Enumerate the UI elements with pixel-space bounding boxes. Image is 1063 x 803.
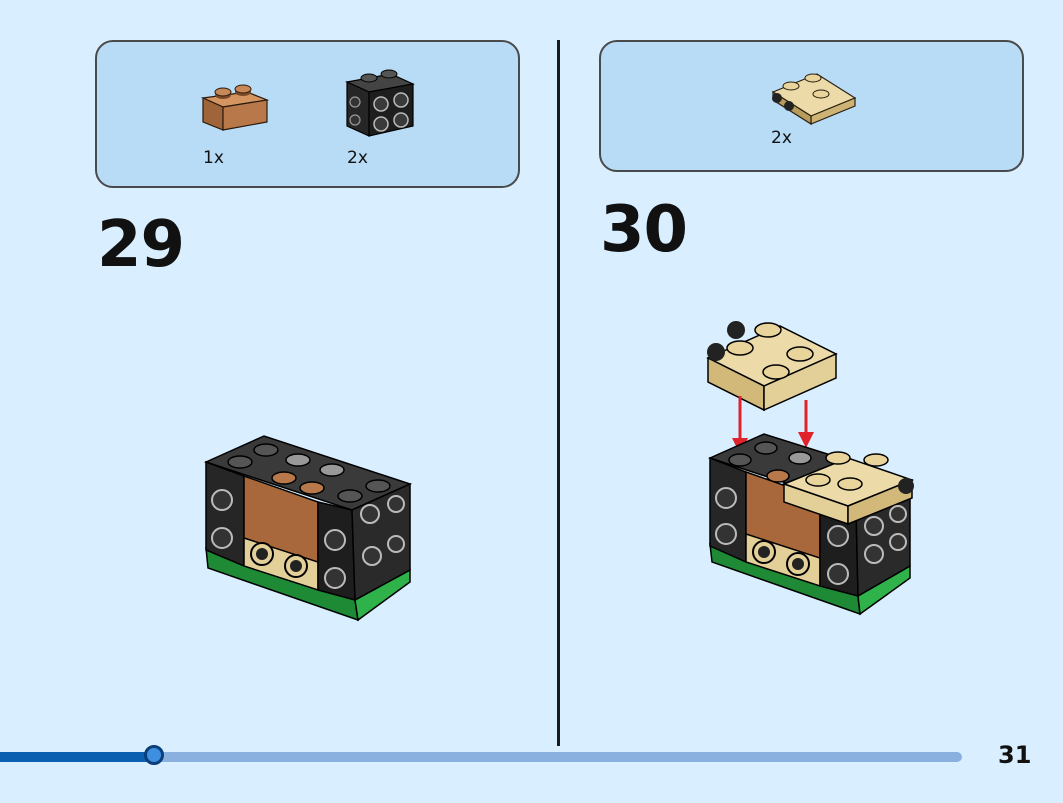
part-quantity-nougat: 1x: [203, 148, 224, 168]
progress-track: [0, 752, 962, 762]
step-divider: [557, 40, 560, 746]
step-number-30: 30: [600, 193, 688, 267]
model-step-29: [203, 435, 413, 622]
parts-callout-step-30: 2x: [599, 40, 1024, 172]
brick-black-side-studs-icon: [345, 69, 415, 137]
part-quantity-black: 2x: [347, 148, 368, 168]
brick-nougat-icon: [201, 84, 269, 131]
model-step-30: [706, 321, 915, 616]
part-quantity-tan: 2x: [771, 128, 792, 148]
step-number-29: 29: [97, 208, 185, 282]
parts-callout-step-29: 1x 2x: [95, 40, 520, 188]
plate-tan-icon: [771, 73, 857, 126]
tan-plate-piece: [706, 321, 838, 412]
progress-fill: [0, 752, 154, 762]
page-number: 31: [998, 741, 1032, 769]
progress-knob[interactable]: [144, 745, 164, 765]
